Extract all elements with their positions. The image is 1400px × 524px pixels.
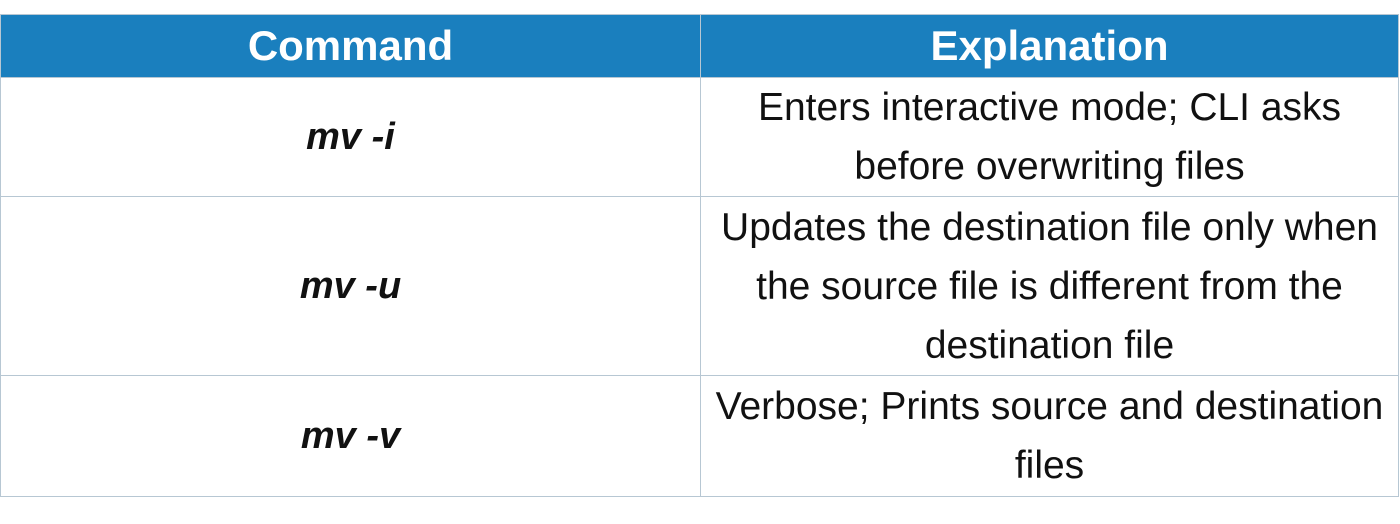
table-row: mv -u Updates the destination file only … — [0, 196, 1399, 376]
command-table: Command Explanation mv -i Enters interac… — [0, 14, 1399, 497]
table-row: mv -v Verbose; Prints source and destina… — [0, 375, 1399, 497]
table-row: mv -i Enters interactive mode; CLI asks … — [0, 77, 1399, 197]
command-cell: mv -i — [0, 77, 701, 197]
command-cell: mv -u — [0, 196, 701, 376]
header-command: Command — [0, 14, 701, 78]
command-cell: mv -v — [0, 375, 701, 497]
header-explanation: Explanation — [700, 14, 1399, 78]
table-header-row: Command Explanation — [0, 14, 1399, 78]
command-table-container: Command Explanation mv -i Enters interac… — [0, 14, 1399, 497]
explanation-cell: Enters interactive mode; CLI asks before… — [700, 77, 1399, 197]
explanation-cell: Verbose; Prints source and destination f… — [700, 375, 1399, 497]
explanation-cell: Updates the destination file only when t… — [700, 196, 1399, 376]
